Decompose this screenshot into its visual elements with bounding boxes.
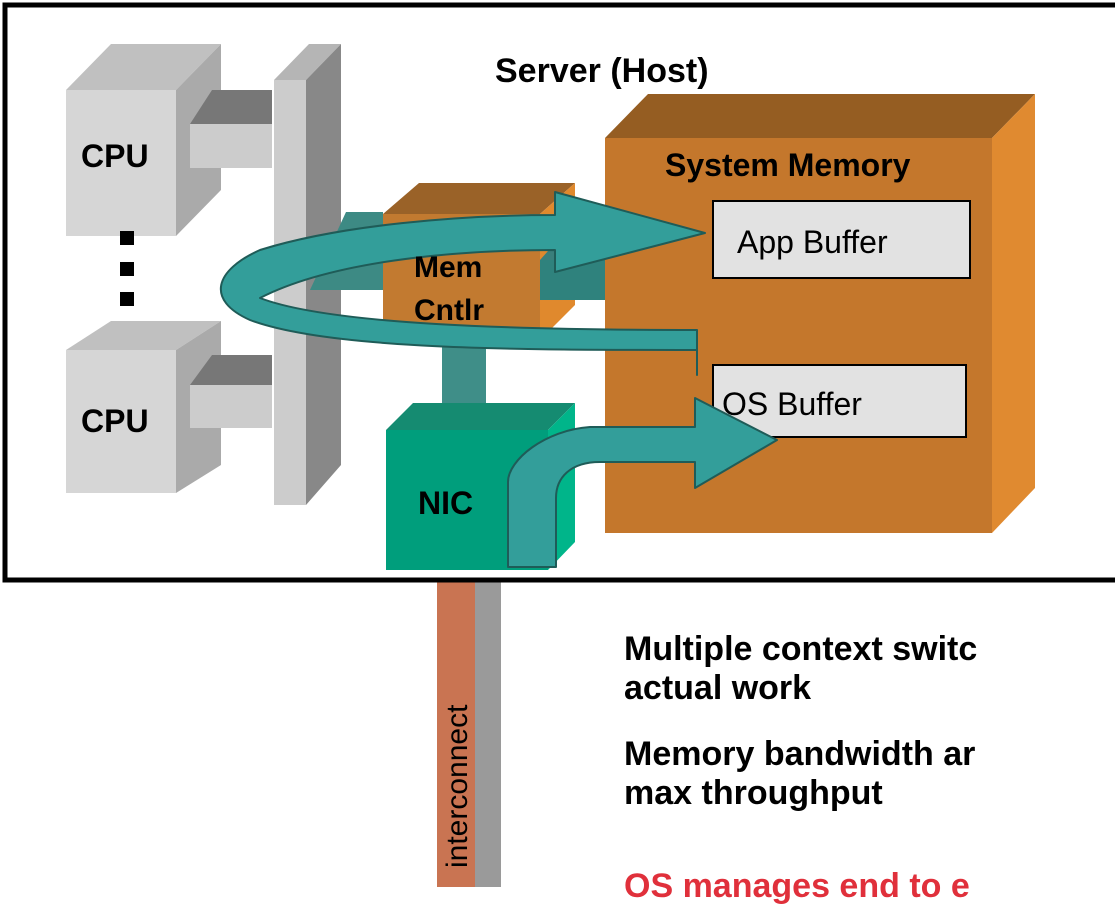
bullet-2-line2: max throughput	[624, 774, 883, 812]
cpu-top-label: CPU	[81, 138, 149, 174]
system-bus	[274, 44, 341, 505]
nic-to-os-arrow	[507, 397, 778, 568]
bullet-1-line2: actual work	[624, 669, 812, 707]
server-diagram: interconnect Server (Host) CPU CPU	[2, 2, 1115, 887]
memctl-label-line2: Cntlr	[414, 294, 484, 327]
cpu-top: CPU	[66, 44, 221, 236]
system-memory: System Memory	[605, 94, 1035, 533]
cpu-top-connector	[190, 90, 272, 168]
server-title: Server (Host)	[495, 52, 709, 90]
app-buffer-label: App Buffer	[737, 224, 888, 260]
memctl-label-line1: Mem	[414, 251, 482, 284]
bullet-1-line1: Multiple context switc	[624, 630, 978, 668]
cpu-bottom-label: CPU	[81, 403, 149, 439]
cpu-ellipsis-dots	[120, 231, 134, 306]
system-memory-title: System Memory	[665, 147, 911, 183]
os-buffer-box	[712, 364, 967, 438]
cpu-bottom-connector	[190, 355, 272, 428]
interconnect-label: interconnect	[441, 704, 474, 868]
interconnect-cable	[437, 560, 501, 887]
nic-label: NIC	[418, 485, 473, 521]
os-to-app-arrow	[219, 191, 706, 376]
os-buffer-label: OS Buffer	[722, 386, 862, 422]
app-buffer-box	[712, 200, 971, 279]
bullet-2-line1: Memory bandwidth ar	[624, 735, 976, 773]
